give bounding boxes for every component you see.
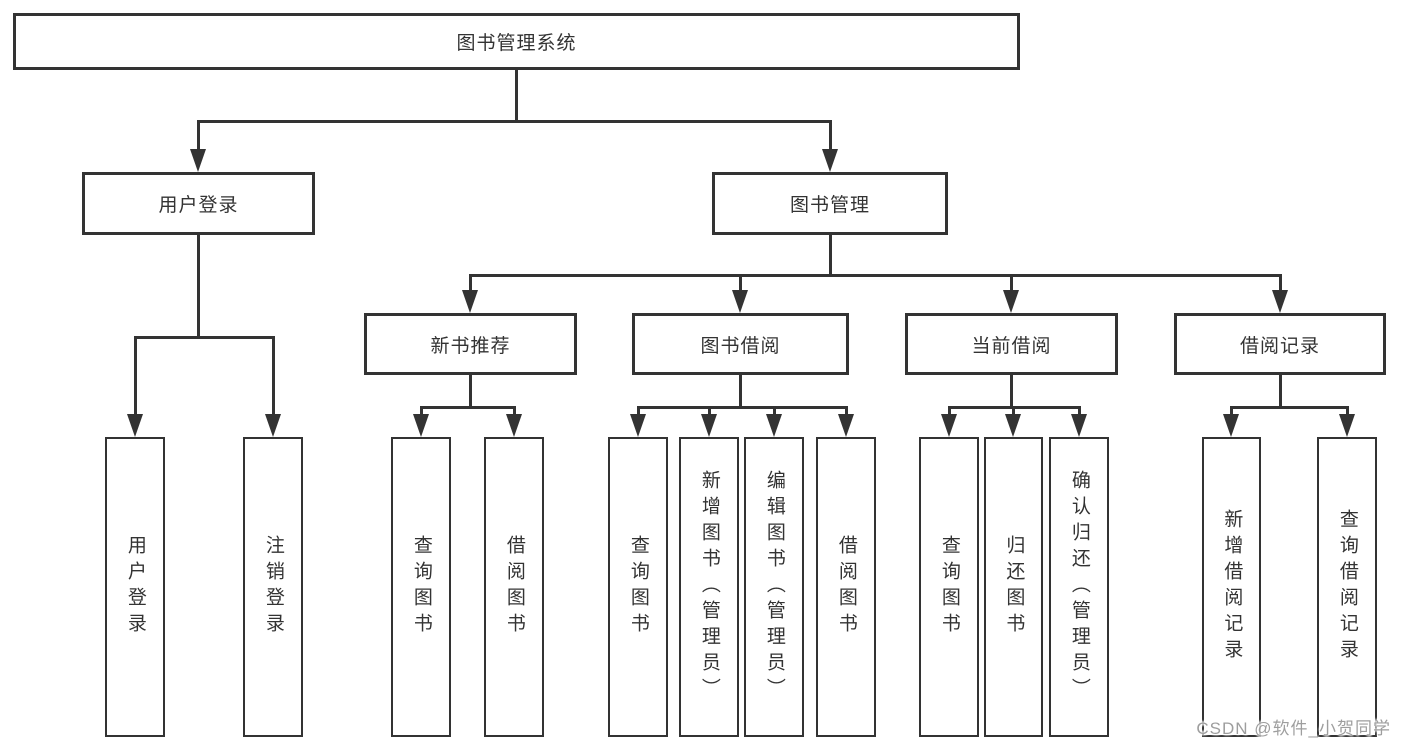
leaf-records-add-record-label: 新增借阅记录 <box>1221 509 1243 665</box>
arrowhead-down-icon <box>413 414 429 437</box>
connector-vline <box>272 336 275 417</box>
connector-vline <box>948 406 951 417</box>
node-current-borrow: 当前借阅 <box>905 313 1118 375</box>
arrowhead-down-icon <box>701 414 717 437</box>
connector-hline <box>197 120 831 123</box>
connector-hline <box>134 336 274 339</box>
node-user-login: 用户登录 <box>82 172 315 235</box>
leaf-recommend-borrow-book-label: 借阅图书 <box>503 535 525 639</box>
arrowhead-down-icon <box>1005 414 1021 437</box>
connector-vline <box>1346 406 1349 417</box>
connector-vline <box>197 120 200 152</box>
connector-vline <box>1230 406 1233 417</box>
leaf-records-add-record: 新增借阅记录 <box>1202 437 1261 737</box>
connector-vline <box>197 235 200 338</box>
connector-vline <box>1012 406 1015 417</box>
leaf-recommend-query-book-label: 查询图书 <box>410 535 432 639</box>
arrowhead-down-icon <box>766 414 782 437</box>
arrowhead-down-icon <box>630 414 646 437</box>
connector-vline <box>469 274 472 293</box>
connector-vline <box>1279 274 1282 293</box>
connector-vline <box>829 235 832 276</box>
node-book-borrow: 图书借阅 <box>632 313 849 375</box>
arrowhead-down-icon <box>1339 414 1355 437</box>
arrowhead-down-icon <box>732 290 748 313</box>
arrowhead-down-icon <box>190 149 206 172</box>
connector-vline <box>739 274 742 293</box>
arrowhead-down-icon <box>462 290 478 313</box>
leaf-user-login: 用户登录 <box>105 437 165 737</box>
connector-vline <box>1279 375 1282 408</box>
leaf-borrow-query-book-label: 查询图书 <box>627 535 649 639</box>
leaf-current-confirm-return-admin: 确认归还（管理员） <box>1049 437 1109 737</box>
leaf-current-return-book: 归还图书 <box>984 437 1043 737</box>
connector-vline <box>469 375 472 408</box>
leaf-borrow-borrow-book-label: 借阅图书 <box>835 535 857 639</box>
arrowhead-down-icon <box>1071 414 1087 437</box>
arrowhead-down-icon <box>838 414 854 437</box>
node-root-library-system: 图书管理系统 <box>13 13 1020 70</box>
connector-vline <box>845 406 848 417</box>
node-book-management-label: 图书管理 <box>789 195 870 216</box>
arrowhead-down-icon <box>822 149 838 172</box>
node-borrow-records-label: 借阅记录 <box>1239 335 1320 357</box>
connector-vline <box>515 70 518 122</box>
arrowhead-down-icon <box>1223 414 1239 437</box>
leaf-borrow-query-book: 查询图书 <box>608 437 668 737</box>
csdn-watermark: CSDN @软件_小贺同学 <box>1196 719 1391 738</box>
connector-vline <box>513 406 516 417</box>
connector-vline <box>637 406 640 417</box>
node-new-book-recommend: 新书推荐 <box>364 313 577 375</box>
node-new-book-recommend-label: 新书推荐 <box>430 335 511 357</box>
leaf-borrow-edit-book-admin: 编辑图书（管理员） <box>744 437 804 737</box>
connector-hline <box>469 274 1281 277</box>
leaf-recommend-query-book: 查询图书 <box>391 437 451 737</box>
leaf-user-login-label: 用户登录 <box>124 535 146 639</box>
connector-vline <box>1078 406 1081 417</box>
node-book-management: 图书管理 <box>712 172 948 235</box>
connector-vline <box>1010 274 1013 293</box>
node-user-login-label: 用户登录 <box>158 195 239 216</box>
connector-vline <box>1010 375 1013 408</box>
leaf-records-query-record: 查询借阅记录 <box>1317 437 1377 737</box>
node-current-borrow-label: 当前借阅 <box>971 335 1052 357</box>
connector-vline <box>420 406 423 417</box>
leaf-current-confirm-return-admin-label: 确认归还（管理员） <box>1068 470 1090 704</box>
leaf-borrow-add-book-admin-label: 新增图书（管理员） <box>698 470 720 704</box>
arrowhead-down-icon <box>1003 290 1019 313</box>
connector-vline <box>708 406 711 417</box>
node-borrow-records: 借阅记录 <box>1174 313 1386 375</box>
arrowhead-down-icon <box>127 414 143 437</box>
leaf-borrow-edit-book-admin-label: 编辑图书（管理员） <box>763 470 785 704</box>
leaf-borrow-add-book-admin: 新增图书（管理员） <box>679 437 739 737</box>
leaf-current-return-book-label: 归还图书 <box>1003 535 1025 639</box>
leaf-recommend-borrow-book: 借阅图书 <box>484 437 544 737</box>
leaf-current-query-book-label: 查询图书 <box>938 535 960 639</box>
arrowhead-down-icon <box>941 414 957 437</box>
leaf-user-logout: 注销登录 <box>243 437 303 737</box>
leaf-user-logout-label: 注销登录 <box>262 535 284 639</box>
connector-vline <box>829 120 832 152</box>
connector-hline <box>420 406 515 409</box>
leaf-borrow-borrow-book: 借阅图书 <box>816 437 876 737</box>
connector-vline <box>134 336 137 417</box>
node-root-label: 图书管理系统 <box>456 33 577 54</box>
connector-vline <box>773 406 776 417</box>
leaf-current-query-book: 查询图书 <box>919 437 979 737</box>
connector-vline <box>739 375 742 408</box>
connector-hline <box>1230 406 1348 409</box>
node-book-borrow-label: 图书借阅 <box>700 335 781 357</box>
leaf-records-query-record-label: 查询借阅记录 <box>1336 509 1358 665</box>
arrowhead-down-icon <box>506 414 522 437</box>
connector-hline <box>637 406 847 409</box>
arrowhead-down-icon <box>265 414 281 437</box>
arrowhead-down-icon <box>1272 290 1288 313</box>
